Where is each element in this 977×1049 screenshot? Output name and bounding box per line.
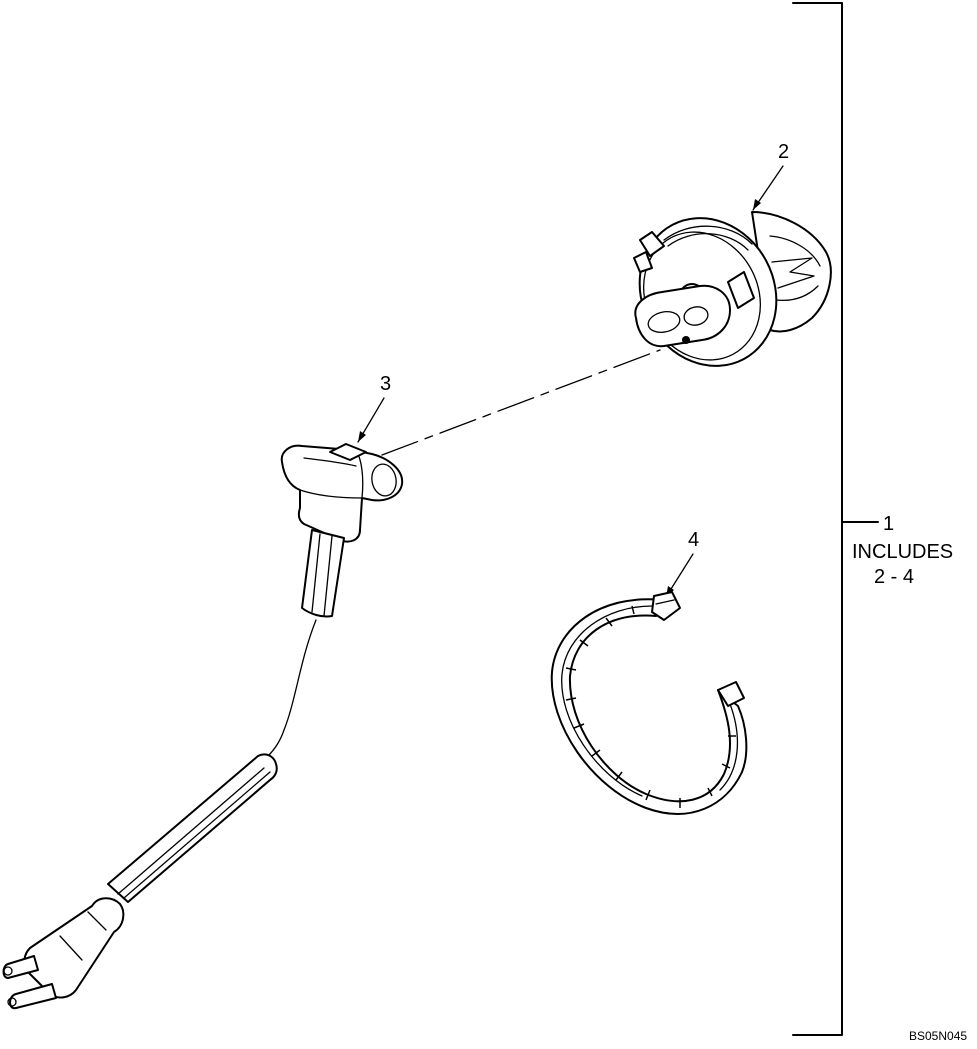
- callout-2-arrowhead: [753, 199, 761, 210]
- includes-label: INCLUDES: [852, 541, 953, 563]
- callout-3-arrowhead: [358, 431, 366, 442]
- hose-clamp-band-icon: [550, 591, 748, 815]
- callout-4-label: 4: [688, 529, 699, 551]
- callout-3-label: 3: [380, 373, 391, 395]
- heater-element-icon: [633, 211, 832, 367]
- reference-code: BS05N045: [909, 1029, 967, 1043]
- assembly-bracket: [792, 2, 879, 1036]
- power-cord-connector-icon: [2, 443, 404, 1010]
- callout-1-label: 1: [883, 513, 894, 535]
- alignment-line: [381, 349, 661, 456]
- callout-2-label: 2: [778, 141, 789, 163]
- includes-range-label: 2 - 4: [874, 566, 914, 588]
